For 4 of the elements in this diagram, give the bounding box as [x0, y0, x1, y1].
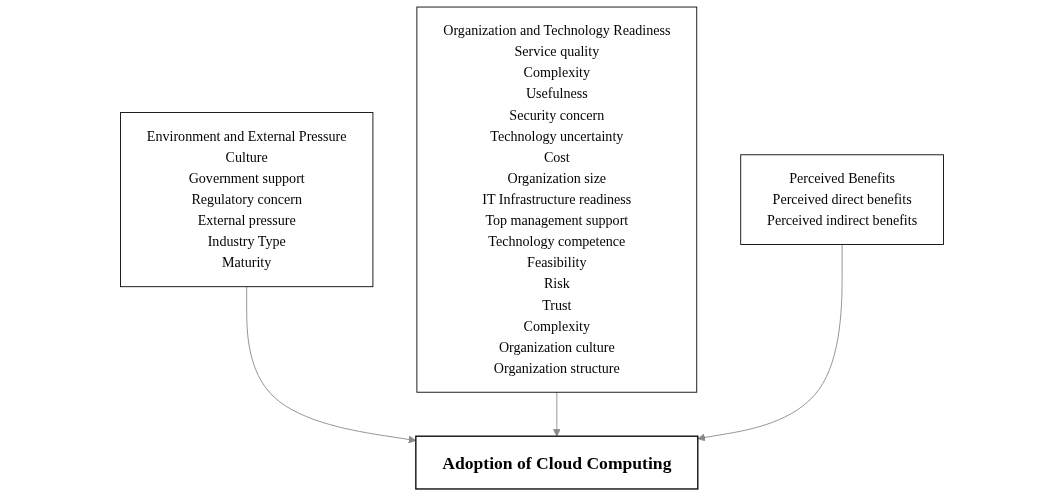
node-box: Perceived Benefits Perceived direct benefits Perceived indirect benefits [740, 154, 944, 245]
node-box: Organization and Technology Readiness Service quality Complexity Usefulness Security concern Technology uncertainty Cost Organization size IT Infrastructure readiness Top management support Technology competence Feasibility Risk Trust Complexity Organization culture Organization structure [416, 6, 698, 393]
node-box: Environment and External Pressure Culture Government support Regulatory concern External pressure Industry Type Maturity [120, 112, 374, 288]
node-box: Adoption of Cloud Computing [415, 435, 699, 490]
